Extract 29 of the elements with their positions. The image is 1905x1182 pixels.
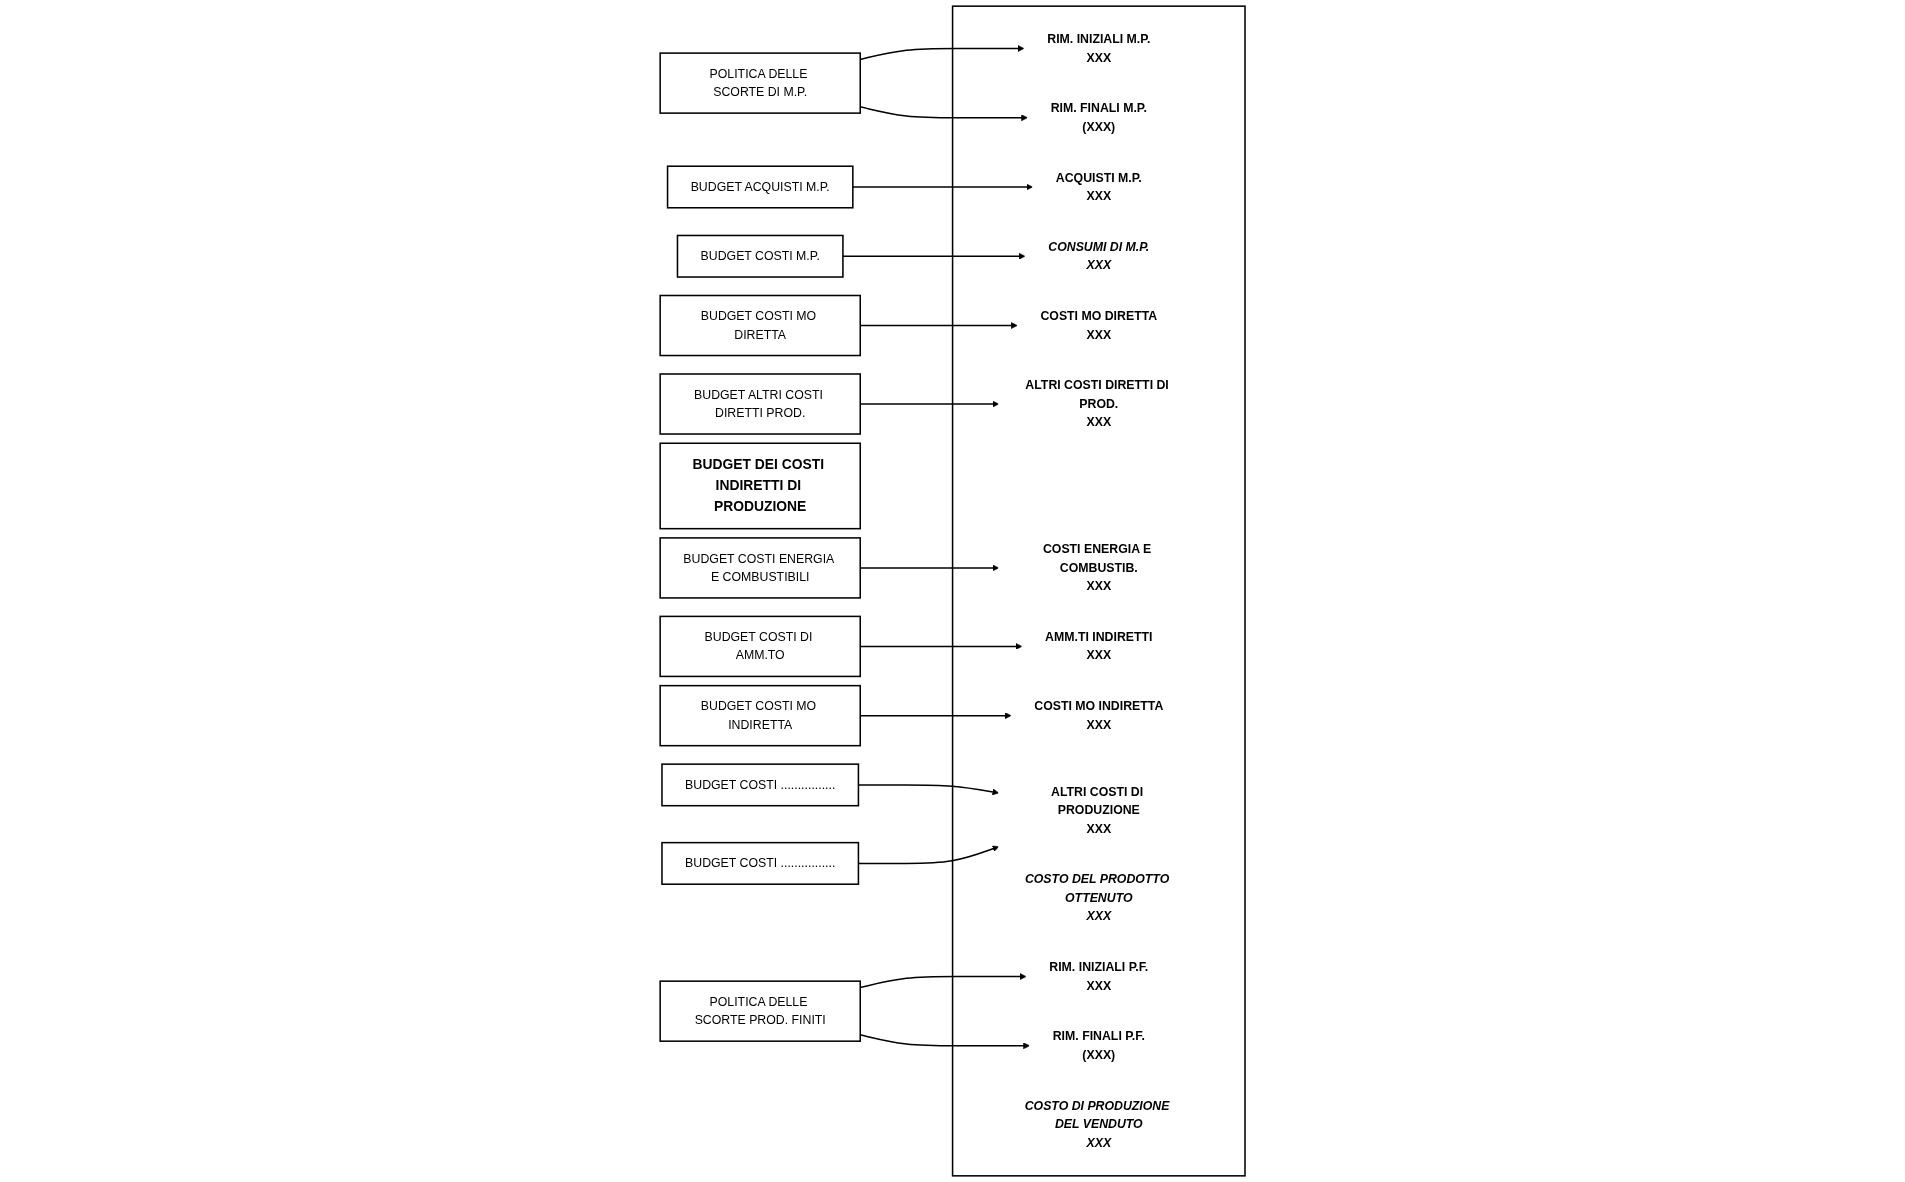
node-box: BUDGET ACQUISTI M.P. (666, 165, 854, 209)
node-text: CONSUMI DI M.P. XXX (1048, 240, 1150, 272)
node-text: RIM. INIZIALI P.F. XXX (1049, 960, 1149, 992)
node-box: BUDGET DEI COSTI INDIRETTI DI PRODUZIONE (659, 442, 861, 530)
node-box: POLITICA DELLE SCORTE PROD. FINITI (659, 980, 861, 1042)
node-box: BUDGET COSTI MO INDIRETTA (659, 684, 861, 747)
node-box: BUDGET COSTI M.P. (676, 234, 844, 278)
node-text: RIM. INIZIALI M.P. XXX (1047, 32, 1151, 64)
node-text: COSTO DEL PRODOTTO OTTENUTO XXX (1024, 872, 1170, 923)
node-box: BUDGET COSTI ................ (661, 841, 860, 885)
node-box: BUDGET ALTRI COSTI DIRETTI PROD. (659, 373, 861, 435)
cluster (951, 5, 1246, 1177)
arrow (842, 252, 1026, 260)
node-text: ACQUISTI M.P. XXX (1055, 170, 1142, 203)
node-box: POLITICA DELLE SCORTE DI M.P. (659, 52, 861, 114)
node-box: BUDGET COSTI DI AMM.TO (659, 615, 861, 678)
arrow (852, 183, 1033, 191)
node-text: ALTRI COSTI DI PRODUZIONE XXX (1050, 784, 1144, 835)
node-text: ALTRI COSTI DIRETTI DI PROD. XXX (1025, 378, 1169, 429)
node-text: COSTI MO INDIRETTA XXX (1034, 699, 1164, 732)
node-text: AMM.TI INDIRETTI XXX (1045, 630, 1153, 662)
node-text: COSTI ENERGIA E COMBUSTIB. XXX (1042, 542, 1152, 593)
node-box: BUDGET COSTI ................ (661, 763, 860, 807)
node-text: COSTI MO DIRETTA XXX (1040, 309, 1158, 341)
node-box: BUDGET COSTI MO DIRETTA (659, 294, 861, 357)
node-text: COSTO DI PRODUZIONE DEL VENDUTO XXX (1024, 1098, 1170, 1149)
node-text: RIM. FINALI P.F. (XXX) (1052, 1029, 1145, 1062)
node-text: RIM. FINALI M.P. (XXX) (1050, 101, 1147, 134)
node-box: BUDGET COSTI ENERGIA E COMBUSTIBILI (659, 537, 861, 599)
